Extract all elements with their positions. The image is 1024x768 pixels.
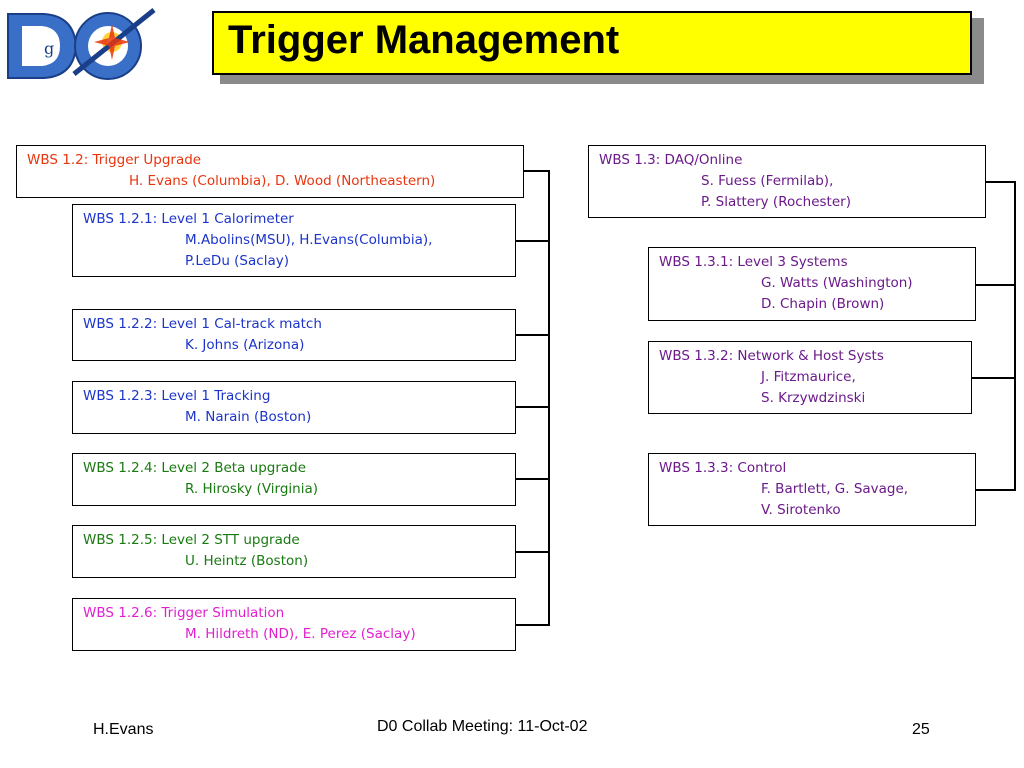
- connector-line: [986, 181, 1016, 183]
- wbs-1-2-5-managers: U. Heintz (Boston): [185, 553, 309, 569]
- connector-line: [972, 377, 1016, 379]
- wbs-1-3-3-managers-2: V. Sirotenko: [761, 502, 841, 518]
- wbs-1-3-box: WBS 1.3: DAQ/Online S. Fuess (Fermilab),…: [588, 145, 986, 218]
- connector-line: [516, 478, 550, 480]
- wbs-1-2-5-box: WBS 1.2.5: Level 2 STT upgrade U. Heintz…: [72, 525, 516, 578]
- wbs-1-3-title: WBS 1.3: DAQ/Online: [599, 152, 743, 168]
- footer-author: H.Evans: [93, 721, 154, 738]
- wbs-1-2-6-title: WBS 1.2.6: Trigger Simulation: [83, 605, 285, 621]
- wbs-1-2-6-managers: M. Hildreth (ND), E. Perez (Saclay): [185, 626, 416, 642]
- wbs-1-2-3-managers: M. Narain (Boston): [185, 409, 312, 425]
- connector-line: [516, 624, 550, 626]
- connector-line: [976, 284, 1016, 286]
- wbs-1-2-6-box: WBS 1.2.6: Trigger Simulation M. Hildret…: [72, 598, 516, 651]
- connector-line: [976, 489, 1016, 491]
- wbs-1-2-5-title: WBS 1.2.5: Level 2 STT upgrade: [83, 532, 300, 548]
- wbs-1-2-2-title: WBS 1.2.2: Level 1 Cal-track match: [83, 316, 322, 332]
- wbs-1-3-2-title: WBS 1.3.2: Network & Host Systs: [659, 348, 884, 364]
- wbs-1-2-1-managers-2: P.LeDu (Saclay): [185, 253, 289, 269]
- wbs-1-3-1-managers-2: D. Chapin (Brown): [761, 296, 885, 312]
- connector-line: [516, 406, 550, 408]
- wbs-1-2-3-box: WBS 1.2.3: Level 1 Tracking M. Narain (B…: [72, 381, 516, 434]
- wbs-1-2-1-title: WBS 1.2.1: Level 1 Calorimeter: [83, 211, 294, 227]
- wbs-1-2-1-box: WBS 1.2.1: Level 1 Calorimeter M.Abolins…: [72, 204, 516, 277]
- wbs-1-3-2-box: WBS 1.3.2: Network & Host Systs J. Fitzm…: [648, 341, 972, 414]
- wbs-1-3-managers-2: P. Slattery (Rochester): [701, 194, 851, 210]
- connector-line: [548, 170, 550, 626]
- title-banner: Trigger Management: [212, 11, 972, 75]
- wbs-1-3-2-managers-2: S. Krzywdzinski: [761, 390, 866, 406]
- wbs-1-2-4-box: WBS 1.2.4: Level 2 Beta upgrade R. Hiros…: [72, 453, 516, 506]
- wbs-1-3-2-managers: J. Fitzmaurice,: [761, 369, 856, 385]
- wbs-1-2-title: WBS 1.2: Trigger Upgrade: [27, 152, 202, 168]
- wbs-1-3-1-managers: G. Watts (Washington): [761, 275, 913, 291]
- wbs-1-2-4-title: WBS 1.2.4: Level 2 Beta upgrade: [83, 460, 307, 476]
- wbs-1-3-1-box: WBS 1.3.1: Level 3 Systems G. Watts (Was…: [648, 247, 976, 321]
- page-title: Trigger Management: [228, 18, 620, 62]
- wbs-1-2-1-managers: M.Abolins(MSU), H.Evans(Columbia),: [185, 232, 433, 248]
- footer-page-number: 25: [912, 721, 930, 738]
- wbs-1-3-3-box: WBS 1.3.3: Control F. Bartlett, G. Savag…: [648, 453, 976, 526]
- svg-text:g: g: [44, 39, 54, 58]
- wbs-1-2-box: WBS 1.2: Trigger Upgrade H. Evans (Colum…: [16, 145, 524, 198]
- wbs-1-2-2-managers: K. Johns (Arizona): [185, 337, 305, 353]
- wbs-1-2-3-title: WBS 1.2.3: Level 1 Tracking: [83, 388, 271, 404]
- d0-logo-icon: g: [4, 4, 166, 88]
- wbs-1-3-3-managers: F. Bartlett, G. Savage,: [761, 481, 909, 497]
- wbs-1-3-3-title: WBS 1.3.3: Control: [659, 460, 787, 476]
- connector-line: [516, 551, 550, 553]
- connector-line: [516, 334, 550, 336]
- connector-line: [516, 240, 550, 242]
- connector-line: [1014, 181, 1016, 491]
- wbs-1-3-managers: S. Fuess (Fermilab),: [701, 173, 834, 189]
- connector-line: [524, 170, 550, 172]
- footer-meeting: D0 Collab Meeting: 11-Oct-02: [377, 718, 588, 735]
- wbs-1-2-4-managers: R. Hirosky (Virginia): [185, 481, 318, 497]
- wbs-1-3-1-title: WBS 1.3.1: Level 3 Systems: [659, 254, 848, 270]
- wbs-1-2-2-box: WBS 1.2.2: Level 1 Cal-track match K. Jo…: [72, 309, 516, 361]
- wbs-1-2-managers: H. Evans (Columbia), D. Wood (Northeaste…: [129, 173, 436, 189]
